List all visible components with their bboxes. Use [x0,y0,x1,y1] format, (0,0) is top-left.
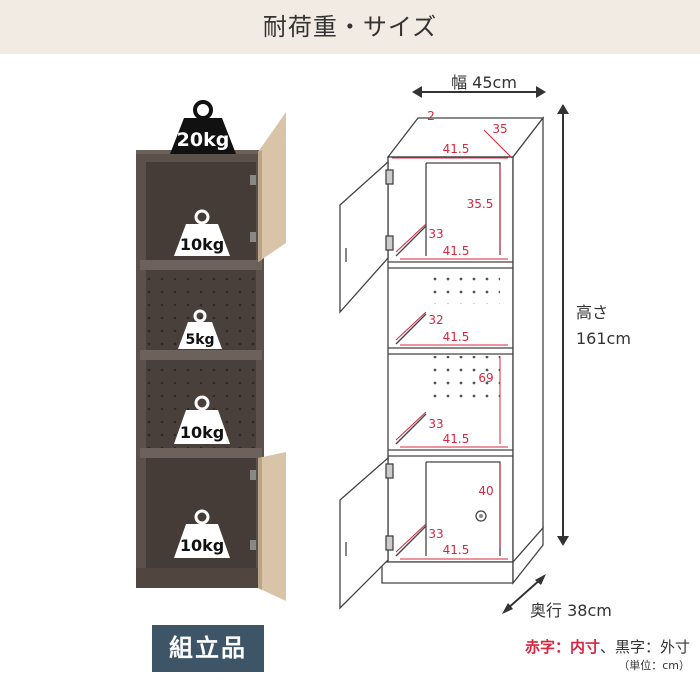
dim-panel-thickness: 2 [427,109,435,123]
assembly-required-badge: 組立品 [152,625,264,672]
dim-c3-width: 41.5 [443,432,470,446]
dim-c1-depth: 33 [428,227,443,241]
dim-c2-width: 41.5 [443,330,470,344]
dim-c4-width: 41.5 [443,543,470,557]
inner-dimension-lines [392,129,513,560]
cabinet-line-drawing [339,116,545,610]
legend-black-part: 、黒字：外寸 [599,638,690,656]
weight-icon-shelf2: 5kg [178,309,222,349]
dim-c3-depth: 33 [428,417,443,431]
outer-depth: 奥行 38cm [530,601,612,620]
peg-holes-lower [426,356,500,404]
outer-height-value: 161cm [576,329,631,348]
upper-door [258,112,286,262]
dim-c4-depth: 33 [428,527,443,541]
load-shelf3: 10kg [180,423,224,442]
dim-c1-height: 35.5 [467,197,494,211]
dimension-legend: 赤字：内寸、黒字：外寸 [440,636,690,657]
outer-dimension-arrows [412,86,569,614]
weight-icon-shelf4: 10kg [174,509,230,558]
weight-icon-top: 20kg [170,100,236,154]
legend-red-part: 赤字：内寸 [524,638,600,656]
dim-c1-width: 41.5 [443,244,470,258]
outer-height-label: 高さ [576,303,608,322]
outer-width: 幅 45cm [451,73,517,92]
dim-c3-height: 69 [478,371,493,385]
peg-holes-upper [426,270,500,304]
load-top: 20kg [177,129,230,151]
dim-top-width: 41.5 [443,142,470,156]
weight-icon-shelf3: 10kg [174,395,230,444]
lower-door [258,452,286,601]
title-banner [0,0,700,54]
page-title: 耐荷重・サイズ [262,13,438,41]
load-shelf4: 10kg [180,536,224,555]
unit-note: （単位：cm） [618,659,690,672]
dim-c4-height: 40 [478,484,493,498]
load-shelf1: 10kg [180,235,224,254]
dim-c2-depth: 32 [428,313,443,327]
load-shelf2: 5kg [185,332,214,348]
dim-top-depth: 35 [492,122,507,136]
weight-icon-shelf1: 10kg [174,209,230,256]
